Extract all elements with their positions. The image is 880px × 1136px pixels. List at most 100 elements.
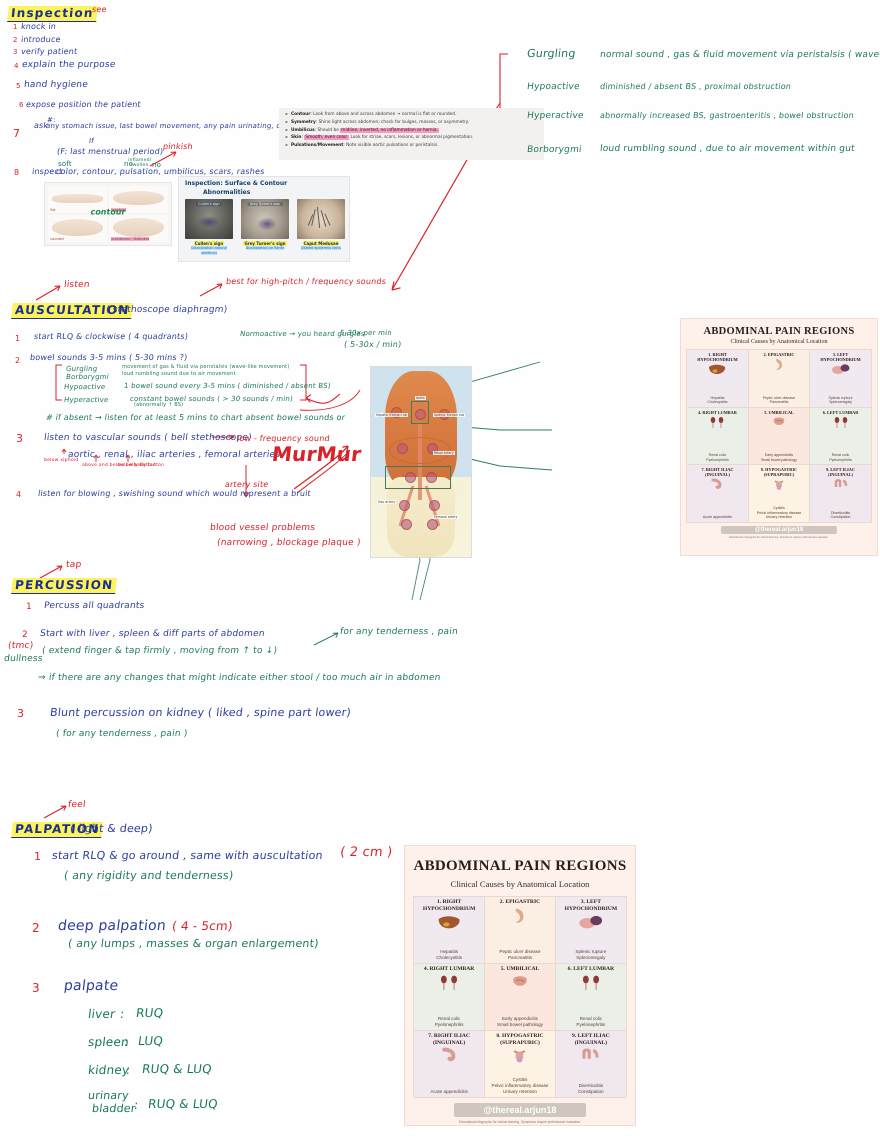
hyperactive-subnote: (abnormally ↑ BS) — [134, 402, 184, 408]
auscultation-arrow-note: listen — [63, 280, 91, 290]
cullens-sign-photo: Cullen's sign — [185, 199, 233, 239]
photo-card: Caput Medusae Dilated epidermis veins — [297, 199, 345, 256]
femoral-site-right — [429, 500, 440, 511]
abdomen-profile — [112, 190, 165, 205]
pinkish-note: pinkish — [162, 142, 194, 151]
bruise-shape — [257, 217, 277, 231]
absent-bowel-sound-note: # if absent → listen for at least 5 mins… — [45, 413, 346, 422]
step-num: 1 — [34, 850, 42, 863]
region-number: 8. HYPOGASTRIC(SUPRAPUBIC) — [760, 467, 798, 478]
photo-tag: Cullen's sign — [196, 202, 222, 206]
inspection-step-5: hand hygiene — [23, 80, 89, 90]
inspect-sup-swollen: swollen — [130, 163, 149, 168]
palpate-organ: kidney — [87, 1063, 131, 1077]
abdomen-profile — [112, 217, 165, 237]
bowel-sound-term: Hyperactive — [526, 111, 585, 121]
photo-caption-text: Cullen's sign — [193, 241, 225, 246]
photo-subcaption: Discoloration around umbilicus — [191, 246, 227, 255]
ask-superscript: #: — [47, 116, 56, 124]
photo-card: Grey Turner's sign Grey Turner's sign Di… — [241, 199, 289, 256]
appendix-icon — [441, 1047, 456, 1062]
contour-label: flat — [50, 208, 56, 212]
palpate-organ: liver — [87, 1007, 117, 1021]
iliac-highlight-box — [385, 465, 451, 489]
inspection-abnormalities-panel: Inspection: Surface & Contour Abnormalit… — [178, 176, 350, 262]
region-number: 9. LEFT ILIAC(INGUINAL) — [572, 1032, 610, 1046]
kidneys-icon — [711, 416, 724, 428]
appendix-icon — [711, 478, 722, 489]
step-num: 3 — [13, 48, 18, 56]
bullet-contour: Contour: Look from above and across abdo… — [285, 110, 539, 119]
step-num: 4 — [14, 62, 19, 70]
step-num: 8 — [14, 168, 20, 177]
bowel-sound-desc: normal sound , gas & fluid movement via … — [599, 50, 880, 60]
palpation-step-3: palpate — [63, 978, 120, 994]
infographic-disclaimer: Educational infographic for clinical lea… — [458, 1120, 582, 1124]
step-num: 2 — [13, 36, 18, 44]
stomach-icon — [516, 908, 524, 924]
bowel-sound-desc: loud rumbling sound , due to air movemen… — [599, 144, 856, 154]
bowel-sound-desc: abnormally increased BS, gastroenteritis… — [599, 111, 855, 120]
inspection-step-6: expose position the patient — [25, 100, 142, 109]
infographic-handle: @thereal.arjun18 — [721, 526, 837, 534]
auscultation-step-3: listen to vascular sounds ( bell stethos… — [43, 433, 253, 443]
infographic-handle: @thereal.arjun18 — [453, 1103, 587, 1117]
inspection-step-4: explain the purpose — [21, 60, 117, 70]
photo-card: Cullen's sign Cullen's sign Discoloratio… — [185, 199, 233, 256]
step-num: 6 — [19, 101, 24, 109]
contour-cell: scaphoid — [109, 186, 168, 213]
contour-label: protuberant / distended — [111, 237, 150, 241]
anatomy-label: Aorta — [415, 395, 426, 400]
percussion-paren-2: ( extend finger & tap firmly , moving fr… — [41, 646, 278, 656]
inspection-step-3: verify patient — [20, 47, 78, 56]
palpate-organ: urinary — [87, 1089, 130, 1102]
region-number: 8. HYPOGASTRIC(SUPRAPUBIC) — [496, 1032, 544, 1046]
percussion-paren-3: ( for any tenderness , pain ) — [55, 729, 189, 739]
dullness-note: dullness — [3, 654, 44, 664]
palpation-sub-1: ( any rigidity and tenderness) — [63, 869, 235, 882]
step-num: 3 — [17, 707, 25, 720]
auscultation-step-1: start RLQ & clockwise ( 4 quadrants) — [33, 332, 189, 341]
infographic-subtitle: Clinical Causes by Anatomical Location — [450, 879, 590, 889]
bowel-sound-desc: diminished / absent BS , proximal obstru… — [599, 82, 792, 91]
step-num: 1 — [26, 602, 32, 612]
infographic-subtitle: Clinical Causes by Anatomical Location — [730, 339, 828, 345]
inspection-ask-body: any stomach issue, last bowel movement, … — [45, 122, 316, 130]
inspection-ask-if: If — [88, 137, 95, 145]
inspection-step-1: knock in — [20, 22, 57, 31]
palpation-step-2: deep palpation — [57, 918, 167, 934]
colon-icon — [834, 478, 847, 487]
auscultation-sites-anatomy-image: Hepatic friction rub Aorta Splenic frict… — [370, 366, 472, 558]
percussion-arrow-note: tap — [65, 560, 82, 570]
palpation-depth-2: ( 4 - 5cm) — [171, 919, 234, 933]
aortic-site — [415, 408, 426, 420]
inspection-ask-paren: (F: last menstrual period) — [56, 147, 164, 156]
anatomy-label: Splenic friction rub — [433, 412, 466, 417]
region-number: 7. RIGHT ILIAC(INGUINAL) — [701, 467, 734, 478]
photo-subcaption: Discoloration on flanks — [245, 246, 285, 251]
femoral-site-left — [399, 500, 410, 511]
hepatic-friction-rub-site — [391, 406, 402, 418]
abdomen-profile — [51, 218, 104, 236]
inspection-arrow-note: see — [91, 5, 108, 14]
artery-site-label-1: below xiphoid — [44, 458, 79, 463]
region-cell-7: 7. RIGHT ILIAC(INGUINAL) Acute appendici… — [687, 465, 748, 522]
kidneys-icon — [834, 416, 847, 428]
sub-desc: movement of gas & fluid via peristalsis … — [122, 364, 290, 370]
section-heading-inspection: Inspection — [7, 6, 98, 22]
